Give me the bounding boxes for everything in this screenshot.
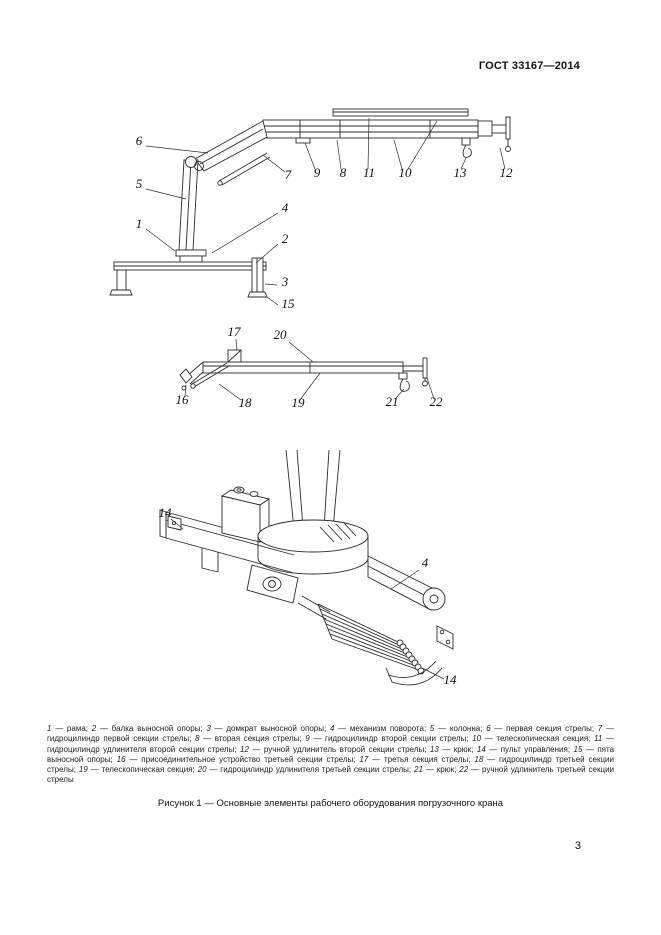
third-boom-section-drawing (179, 349, 428, 392)
fig2-callout-19: 19 (292, 395, 306, 410)
fig1-callout-10: 10 (399, 165, 413, 180)
page-number: 3 (574, 840, 581, 852)
figure-legend: 1 — рама; 2 — балка выносной опоры; 3 — … (47, 724, 615, 785)
fig1-callout-12: 12 (500, 165, 514, 180)
crane-folded-drawing (109, 108, 511, 298)
callout-numbers: 6 5 1 7 9 8 11 10 13 12 4 2 3 15 17 20 1… (136, 133, 513, 687)
fig3-callout-4: 4 (422, 555, 429, 570)
fig1-callout-2: 2 (282, 231, 289, 246)
fig1-callout-3: 3 (281, 274, 289, 289)
fig2-callout-20: 20 (274, 327, 288, 342)
fig1-callout-9: 9 (314, 165, 321, 180)
doc-number: ГОСТ 33167—2014 (478, 60, 580, 72)
fig1-callout-1: 1 (136, 216, 143, 231)
callout-leader-lines (145, 117, 506, 680)
fig1-callout-15: 15 (282, 296, 296, 311)
fig3-callout-14-top: 14 (159, 505, 173, 520)
fig1-callout-13: 13 (454, 165, 468, 180)
fig1-callout-7: 7 (285, 167, 292, 182)
fig1-callout-6: 6 (136, 133, 143, 148)
fig1-callout-4: 4 (282, 200, 289, 215)
fig3-callout-14-bottom: 14 (444, 672, 458, 687)
fig2-callout-21: 21 (386, 394, 399, 409)
fig1-callout-11: 11 (363, 165, 375, 180)
fig2-callout-17: 17 (228, 324, 242, 339)
figure-caption: Рисунок 1 — Основные элементы рабочего о… (157, 798, 504, 809)
fig2-callout-22: 22 (430, 394, 444, 409)
fig2-callout-18: 18 (239, 395, 253, 410)
base-detail-drawing (159, 449, 454, 686)
fig2-callout-16: 16 (176, 392, 190, 407)
fig1-callout-8: 8 (340, 165, 347, 180)
fig1-callout-5: 5 (136, 176, 143, 191)
